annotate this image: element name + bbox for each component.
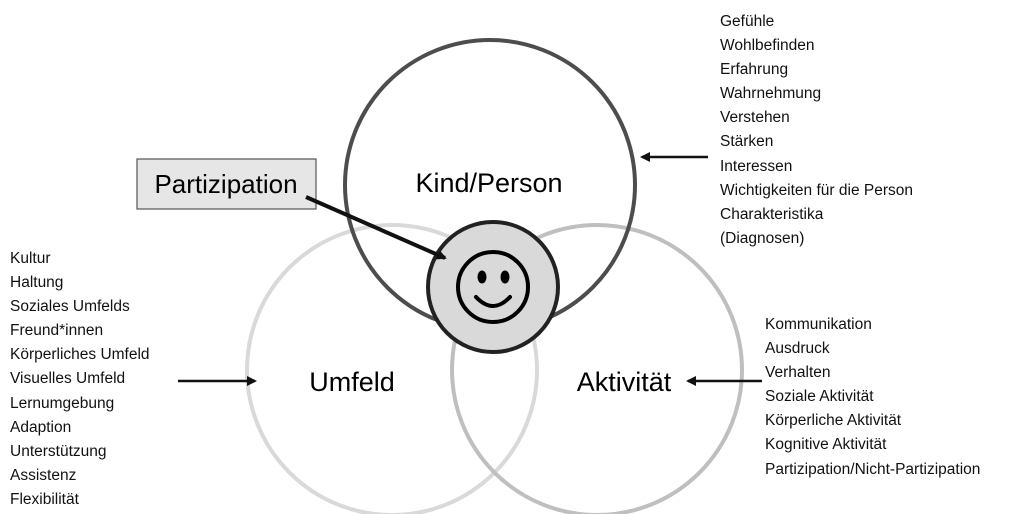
kind-person-list-item: Wahrnehmung <box>720 85 822 103</box>
aktivitaet-list-item: Körperliche Aktivität <box>765 412 902 430</box>
aktivitaet-list-item: Soziale Aktivität <box>765 388 874 406</box>
aktivitaet-list-item: Verhalten <box>765 364 831 382</box>
umfeld-list-item: Flexibilität <box>10 490 79 508</box>
kind-person-list-item: Stärken <box>720 133 774 151</box>
umfeld-list-item: Kultur <box>10 250 51 267</box>
umfeld-list-item: Adaption <box>10 418 72 436</box>
aktivitaet-circle <box>450 223 744 514</box>
kind-person-list-item: (Diagnosen) <box>720 229 805 247</box>
partizipation-label: Partizipation <box>154 169 297 199</box>
umfeld-circle <box>245 223 539 514</box>
aktivitaet-list-item: Ausdruck <box>765 340 830 358</box>
partizipation-box <box>136 158 317 210</box>
aktivitaet-list-item: Partizipation/Nicht-Partizipation <box>765 460 981 478</box>
umfeld-list-item: Lernumgebung <box>10 394 115 412</box>
kind-person-list-item: Interessen <box>720 157 793 175</box>
partizipation-arrow <box>305 195 447 260</box>
kind-person-list-item: Erfahrung <box>720 61 789 79</box>
umfeld-list-item: Freund*innen <box>10 322 104 340</box>
kind-person-list-item: Charakteristika <box>720 205 824 223</box>
aktivitaet-list-item: Kommunikation <box>765 316 872 333</box>
aktivitaet-list-item: Kognitive Aktivität <box>765 436 887 454</box>
kind-person-list-item: Wichtigkeiten für die Person <box>720 181 913 199</box>
kind-person-label: Kind/Person <box>415 168 562 198</box>
aktivitaet-label: Aktivität <box>577 367 672 397</box>
smiley-face-icon <box>426 220 560 354</box>
kind-person-list-item: Verstehen <box>720 109 790 127</box>
umfeld-list-item: Visuelles Umfeld <box>10 370 126 388</box>
kind-person-list-item: Gefühle <box>720 13 775 30</box>
umfeld-list-item: Unterstützung <box>10 442 107 460</box>
kind-person-list-item: Wohlbefinden <box>720 37 815 55</box>
umfeld-list-item: Assistenz <box>10 466 77 484</box>
umfeld-list-item: Soziales Umfelds <box>10 298 130 316</box>
umfeld-label: Umfeld <box>309 367 395 397</box>
umfeld-list-item: Haltung <box>10 274 64 292</box>
umfeld-list-item: Körperliches Umfeld <box>10 346 150 364</box>
